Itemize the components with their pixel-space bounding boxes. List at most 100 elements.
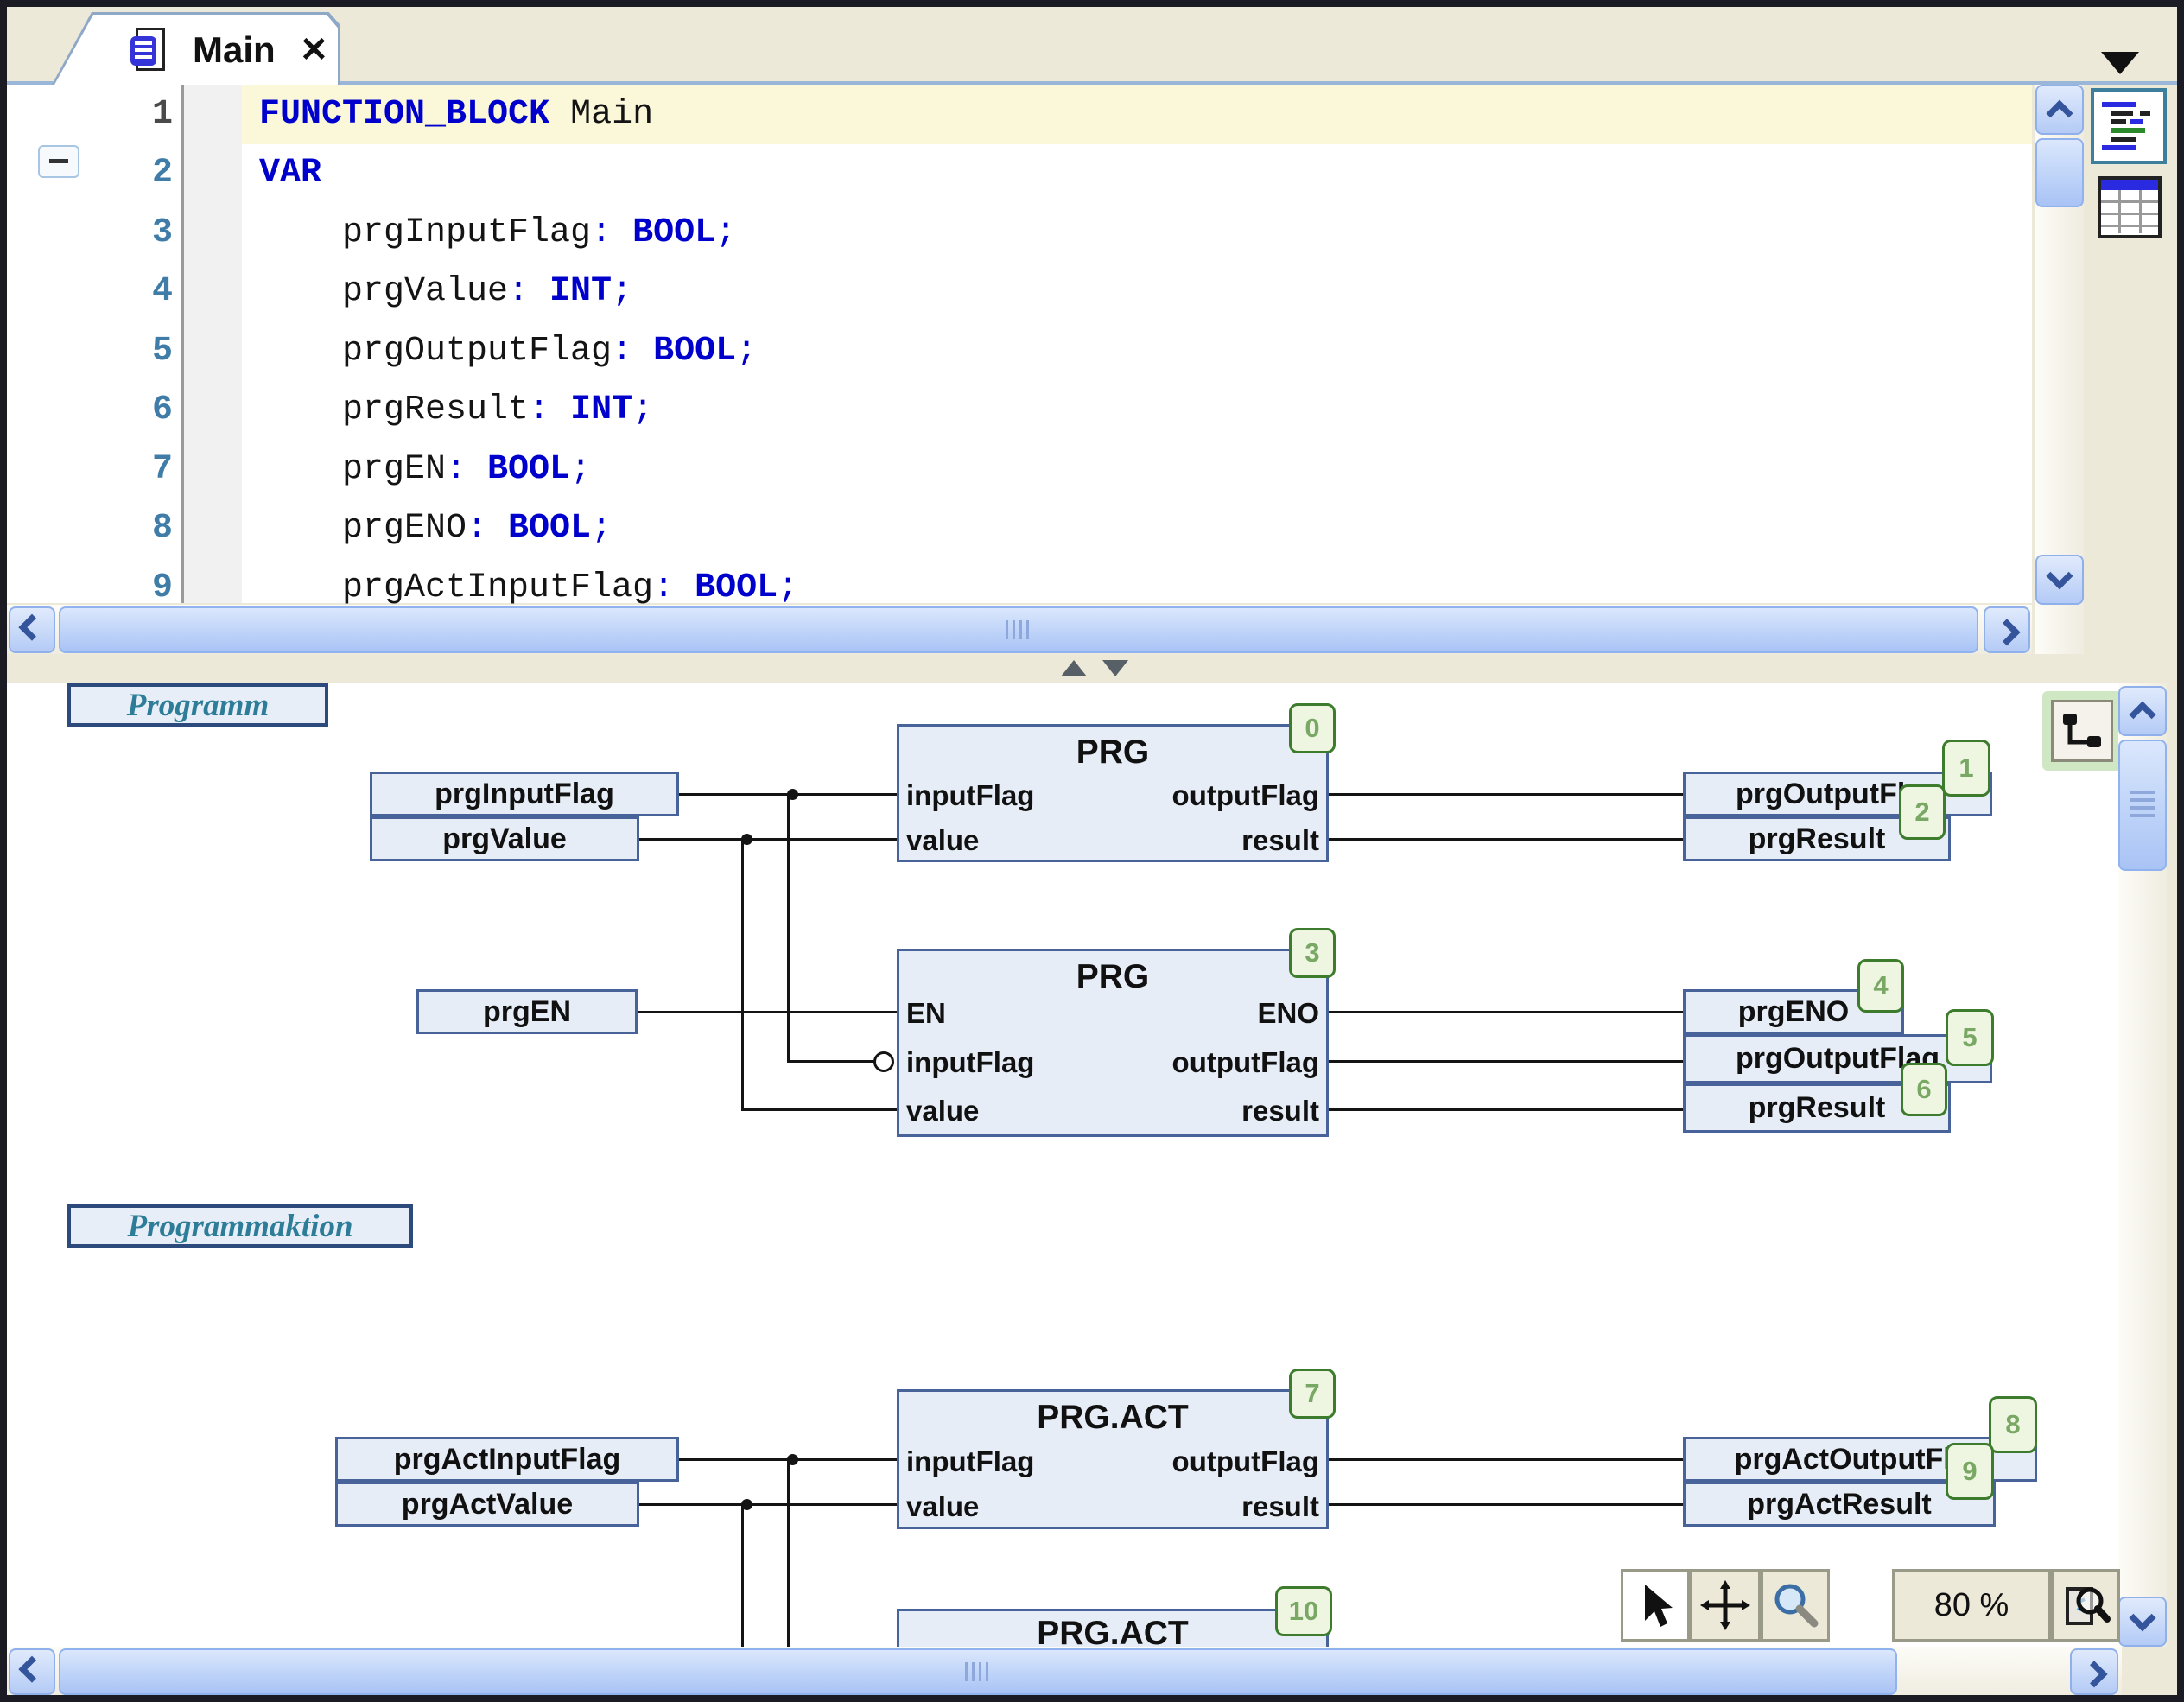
identifier: prgResult bbox=[342, 390, 530, 429]
code-line[interactable]: prgResult: INT; bbox=[259, 380, 2113, 439]
input-variable-box[interactable]: prgValue bbox=[370, 816, 639, 861]
punct: ; bbox=[570, 449, 592, 489]
block-output-pin[interactable]: ENO bbox=[1257, 997, 1319, 1029]
block-output-pin[interactable]: outputFlag bbox=[1171, 779, 1319, 811]
network-badge: 6 bbox=[1901, 1063, 1947, 1116]
splitter-collapse-up-icon[interactable] bbox=[1061, 660, 1087, 676]
variable-name: prgResult bbox=[1748, 822, 1886, 855]
wire bbox=[1329, 1060, 1683, 1063]
fbd-scroll-down-button[interactable] bbox=[2118, 1597, 2167, 1647]
badge-number: 0 bbox=[1305, 713, 1320, 743]
input-variable-box[interactable]: prgActInputFlag bbox=[335, 1437, 679, 1482]
block-output-pin[interactable]: outputFlag bbox=[1171, 1445, 1319, 1477]
line-number: 1 bbox=[151, 94, 173, 134]
line-number: 5 bbox=[151, 331, 173, 371]
editor-scroll-left-button[interactable] bbox=[9, 606, 55, 653]
fbd-vscrollbar-thumb[interactable] bbox=[2118, 740, 2167, 871]
fbd-scroll-up-button[interactable] bbox=[2118, 686, 2167, 736]
network-badge: 8 bbox=[1989, 1396, 2037, 1453]
code-line[interactable]: prgActInputFlag: BOOL; bbox=[259, 558, 2113, 617]
type-keyword: BOOL bbox=[632, 213, 716, 252]
table-view-button[interactable] bbox=[2098, 176, 2162, 238]
line-number: 7 bbox=[151, 449, 173, 489]
punct: ; bbox=[778, 568, 799, 607]
network-badge: 3 bbox=[1289, 928, 1336, 978]
variable-name: prgActResult bbox=[1747, 1487, 1932, 1521]
fbd-scroll-right-button[interactable] bbox=[2070, 1648, 2118, 1695]
code-fold-toggle[interactable] bbox=[38, 145, 79, 178]
editor-vscrollbar-thumb[interactable] bbox=[2035, 138, 2084, 207]
block-input-pin[interactable]: inputFlag bbox=[906, 1046, 1035, 1078]
fbd-hscrollbar-thumb[interactable] bbox=[59, 1648, 1897, 1695]
function-block-prg-en[interactable]: PRG EN inputFlag value ENO outputFlag re… bbox=[897, 949, 1329, 1137]
editor-scroll-down-button[interactable] bbox=[2035, 555, 2084, 605]
comment-text: Programmaktion bbox=[127, 1208, 353, 1244]
code-line[interactable]: prgENO: BOOL; bbox=[259, 499, 2113, 557]
pane-splitter[interactable] bbox=[7, 654, 2177, 683]
block-output-pin[interactable]: outputFlag bbox=[1171, 1046, 1319, 1078]
wire-junction bbox=[741, 834, 752, 845]
network-comment-label[interactable]: Programm bbox=[67, 683, 328, 727]
code-line[interactable]: VAR bbox=[259, 143, 2030, 202]
code-line[interactable]: FUNCTION_BLOCK Main bbox=[259, 85, 2030, 143]
block-output-pin[interactable]: result bbox=[1241, 824, 1319, 856]
scrollbar-grip bbox=[2130, 791, 2155, 820]
function-block-prg-act[interactable]: PRG.ACT bbox=[897, 1609, 1329, 1647]
block-input-pin[interactable]: EN bbox=[906, 997, 946, 1029]
block-output-pin[interactable]: result bbox=[1241, 1095, 1319, 1127]
code-line[interactable]: prgOutputFlag: BOOL; bbox=[259, 321, 2113, 380]
tab-list-dropdown-icon[interactable] bbox=[2101, 52, 2139, 74]
tab-bar-underline bbox=[7, 81, 2177, 85]
output-variable-box[interactable]: prgActOutputFlag bbox=[1683, 1437, 2037, 1482]
zoom-fit-button[interactable] bbox=[2051, 1569, 2120, 1642]
punct: ; bbox=[632, 390, 654, 429]
zoom-page-icon bbox=[2066, 1587, 2111, 1625]
zoom-tool-button[interactable] bbox=[1761, 1569, 1830, 1642]
block-title: PRG bbox=[1076, 734, 1150, 771]
function-block-prg-act[interactable]: PRG.ACT inputFlag value outputFlag resul… bbox=[897, 1389, 1329, 1529]
block-output-pin[interactable]: result bbox=[1241, 1490, 1319, 1522]
code-line[interactable]: prgEN: BOOL; bbox=[259, 440, 2113, 499]
editor-scroll-right-button[interactable] bbox=[1984, 606, 2030, 653]
badge-number: 2 bbox=[1914, 797, 1930, 827]
input-variable-box[interactable]: prgInputFlag bbox=[370, 772, 679, 816]
variable-name: prgInputFlag bbox=[435, 777, 614, 810]
block-input-pin[interactable]: inputFlag bbox=[906, 1445, 1035, 1477]
tab-close-icon[interactable]: ✕ bbox=[299, 30, 329, 69]
block-title: PRG bbox=[1076, 958, 1150, 995]
tab-bar bbox=[7, 7, 2177, 81]
cursor-arrow-icon bbox=[1645, 1585, 1673, 1627]
badge-number: 5 bbox=[1962, 1022, 1978, 1052]
editor-hscrollbar-thumb[interactable] bbox=[59, 606, 1978, 653]
block-input-pin[interactable]: value bbox=[906, 1095, 980, 1127]
declaration-editor[interactable] bbox=[7, 85, 2032, 603]
block-input-pin[interactable]: value bbox=[906, 1490, 980, 1522]
code-line[interactable]: prgValue: INT; bbox=[259, 262, 2113, 321]
block-input-pin[interactable]: value bbox=[906, 824, 980, 856]
output-variable-box[interactable]: prgActResult bbox=[1683, 1482, 1996, 1527]
network-comment-label[interactable]: Programmaktion bbox=[67, 1204, 413, 1248]
text-view-icon bbox=[2102, 100, 2155, 152]
variable-name: prgActValue bbox=[401, 1487, 574, 1521]
tab-main[interactable]: Main ✕ bbox=[52, 12, 340, 85]
function-block-prg[interactable]: PRG inputFlag value outputFlag result bbox=[897, 724, 1329, 862]
input-variable-box[interactable]: prgActValue bbox=[335, 1482, 639, 1527]
line-number: 4 bbox=[151, 271, 173, 311]
splitter-collapse-down-icon[interactable] bbox=[1102, 660, 1128, 676]
variable-name: prgENO bbox=[1737, 994, 1850, 1028]
editor-scroll-up-button[interactable] bbox=[2035, 85, 2084, 135]
punct: : bbox=[529, 390, 571, 429]
zoom-level-display[interactable]: 80 % bbox=[1892, 1569, 2051, 1642]
wire bbox=[741, 1108, 897, 1111]
declaration-view-button[interactable] bbox=[2091, 88, 2167, 164]
select-tool-button[interactable] bbox=[1621, 1569, 1690, 1642]
block-input-pin[interactable]: inputFlag bbox=[906, 779, 1035, 811]
pan-tool-button[interactable] bbox=[1690, 1569, 1761, 1642]
fbd-scroll-left-button[interactable] bbox=[9, 1648, 55, 1695]
code-line[interactable]: prgInputFlag: BOOL; bbox=[259, 203, 2113, 262]
network-view-button[interactable] bbox=[2042, 691, 2122, 771]
variable-name: prgResult bbox=[1748, 1091, 1886, 1124]
input-variable-box[interactable]: prgEN bbox=[416, 989, 638, 1034]
type-keyword: INT bbox=[549, 271, 613, 311]
badge-number: 3 bbox=[1305, 937, 1320, 968]
